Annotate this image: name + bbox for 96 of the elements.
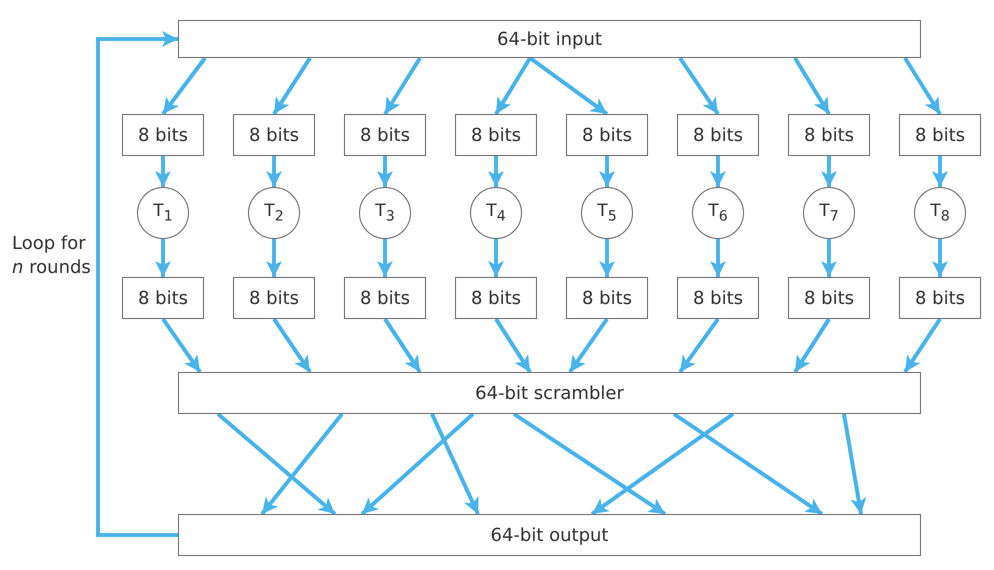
arrow	[272, 318, 312, 374]
node-label: 8 bits	[360, 288, 410, 308]
function-circle	[470, 187, 522, 239]
arrow	[383, 56, 422, 116]
process-box	[178, 514, 921, 556]
function-circle	[581, 187, 633, 239]
node-label: T$_{4}$	[486, 201, 506, 225]
arrow	[430, 413, 480, 515]
process-box	[344, 114, 426, 156]
node-label: 64-bit scrambler	[475, 382, 624, 404]
process-box	[233, 277, 315, 319]
arrow	[903, 318, 942, 374]
arrow	[710, 239, 726, 277]
node-label: 8 bits	[914, 124, 966, 146]
process-box	[178, 20, 921, 58]
process-box	[344, 277, 426, 319]
arrow	[793, 318, 831, 374]
arrow	[155, 156, 171, 187]
node-label: 8 bits	[138, 288, 188, 308]
node-label: 8 bits	[582, 124, 632, 146]
process-box	[122, 277, 204, 319]
node-label: 64-bit output	[490, 524, 608, 546]
node-label: 8 bits	[914, 288, 966, 308]
node-label: 64-bit input	[497, 28, 602, 50]
arrow	[494, 56, 532, 116]
process-box	[455, 277, 537, 319]
arrow	[488, 239, 504, 277]
node-label: 8 bits	[692, 288, 744, 308]
process-box	[677, 114, 759, 156]
function-circle	[359, 187, 411, 239]
arrow	[377, 239, 393, 277]
process-box	[178, 372, 921, 414]
arrow	[672, 412, 824, 516]
arrow	[488, 156, 504, 187]
node-label: T$_{7}$	[819, 201, 839, 225]
loop-note: Loop for n rounds	[12, 232, 92, 280]
node-label: T$_{1}$	[153, 201, 173, 225]
arrow	[377, 156, 393, 187]
arrow	[821, 156, 837, 187]
arrow	[216, 412, 336, 516]
arrow	[932, 156, 948, 187]
node-label: 8 bits	[470, 124, 522, 146]
arrow	[360, 412, 474, 516]
node-label: 8 bits	[138, 124, 188, 146]
arrow	[272, 56, 312, 116]
arrow	[842, 414, 866, 514]
process-box	[899, 277, 981, 319]
arrow	[266, 239, 282, 277]
process-box	[566, 114, 648, 156]
node-label: T$_{8}$	[930, 201, 950, 225]
node-label: 8 bits	[582, 288, 632, 308]
process-box	[455, 114, 537, 156]
function-circle	[692, 187, 744, 239]
arrow	[903, 56, 942, 116]
arrow	[383, 318, 422, 374]
node-label: T$_{3}$	[375, 201, 395, 225]
node-label: T$_{6}$	[708, 201, 728, 225]
node-label: 8 bits	[248, 124, 300, 146]
process-box	[566, 277, 648, 319]
arrow	[568, 318, 609, 374]
function-circle	[803, 187, 855, 239]
arrow	[161, 318, 202, 374]
function-circle	[914, 187, 966, 239]
arrow	[710, 156, 726, 187]
process-box	[122, 114, 204, 156]
function-circle	[137, 187, 189, 239]
arrow	[678, 56, 720, 116]
arrow	[793, 56, 831, 116]
arrow	[266, 156, 282, 187]
node-label: 8 bits	[804, 124, 854, 146]
arrow	[932, 239, 948, 277]
node-label: 8 bits	[692, 124, 744, 146]
node-label: T$_{2}$	[264, 201, 284, 225]
node-label: T$_{5}$	[597, 201, 617, 225]
process-box	[677, 277, 759, 319]
arrow	[599, 239, 615, 277]
process-box	[899, 114, 981, 156]
arrow	[96, 31, 178, 537]
arrow	[599, 156, 615, 187]
arrow	[821, 239, 837, 277]
arrow	[528, 56, 608, 116]
node-label: 8 bits	[360, 124, 410, 146]
node-label: 8 bits	[248, 288, 300, 308]
arrow	[590, 412, 734, 516]
process-box	[233, 114, 315, 156]
arrow	[155, 239, 171, 277]
arrow	[260, 412, 344, 516]
arrow	[678, 318, 720, 374]
node-label: 8 bits	[804, 288, 854, 308]
arrow	[512, 412, 666, 516]
node-label: 8 bits	[470, 288, 522, 308]
process-box	[788, 277, 870, 319]
function-circle	[248, 187, 300, 239]
arrow	[494, 318, 532, 374]
arrow	[161, 56, 207, 116]
process-box	[788, 114, 870, 156]
